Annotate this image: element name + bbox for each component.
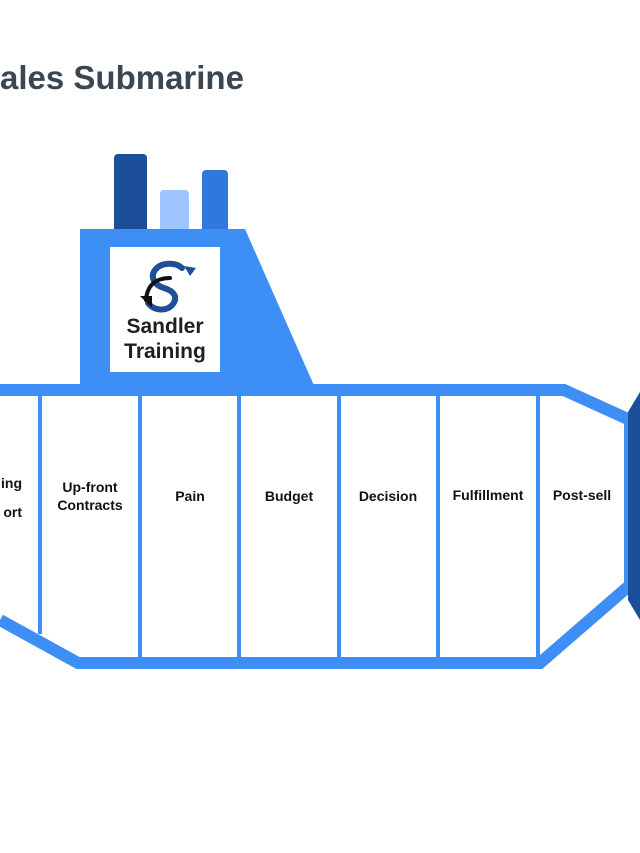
stage-label-decision: Decision — [359, 488, 417, 504]
stage-label-upfront-line1: Up-front — [62, 479, 118, 495]
stage-label-post-sell: Post-sell — [553, 487, 611, 503]
periscope-mid — [202, 170, 228, 234]
logo-text-line2: Training — [124, 340, 206, 363]
stage-label-pain: Pain — [175, 488, 205, 504]
stage-label-fulfillment: Fulfillment — [453, 487, 524, 503]
submarine-hull — [0, 384, 636, 669]
page-title: ales Submarine — [0, 59, 244, 96]
periscope-dark — [114, 154, 147, 234]
stage-label-budget: Budget — [265, 488, 314, 504]
stage-label-upfront-line2: Contracts — [57, 497, 123, 513]
propeller — [628, 392, 640, 620]
stage-label-bonding-line2: ort — [3, 504, 22, 520]
periscope-light — [160, 190, 189, 234]
stage-label-bonding-line1: ing — [1, 475, 22, 491]
logo-text-line1: Sandler — [126, 315, 203, 338]
sandler-s-arrow-icon — [140, 260, 196, 313]
